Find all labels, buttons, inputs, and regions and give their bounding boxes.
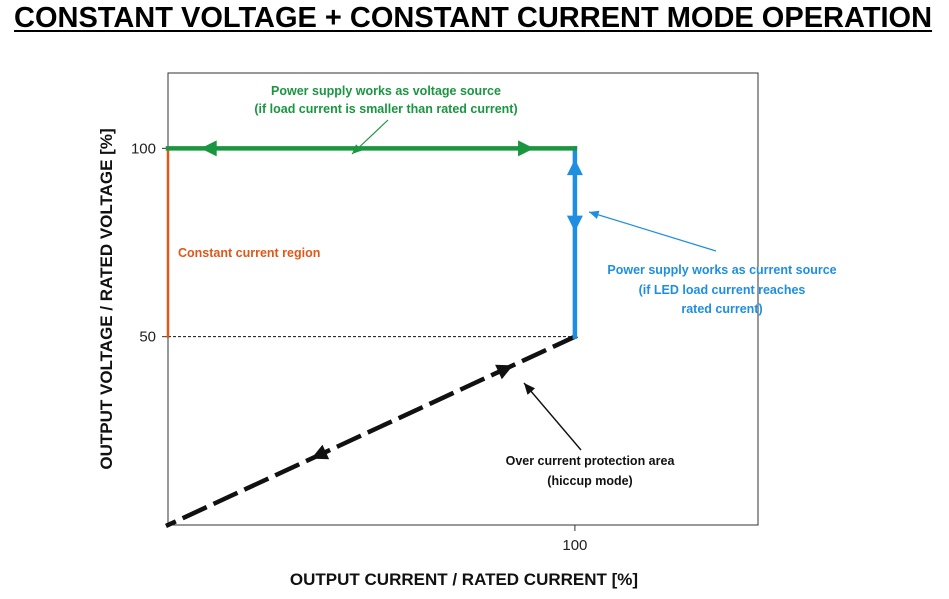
direction-arrows bbox=[200, 140, 583, 460]
annotation-voltage-pointer bbox=[351, 119, 389, 155]
annotation-voltage-line-1: Power supply works as voltage source bbox=[271, 84, 501, 98]
protection-arrow-up bbox=[495, 364, 513, 380]
axis-ticks: 100 50 100 bbox=[131, 140, 587, 554]
y-axis-title: OUTPUT VOLTAGE / RATED VOLTAGE [%] bbox=[97, 128, 116, 469]
annotation-constant-current: Constant current region bbox=[178, 246, 320, 260]
annotation-current-line-1: Power supply works as current source bbox=[607, 263, 836, 277]
y-tick-label: 50 bbox=[139, 329, 156, 346]
annotation-protection-line-2: (hiccup mode) bbox=[547, 474, 632, 488]
series-group bbox=[165, 146, 578, 528]
series-over-current-protection bbox=[165, 333, 578, 528]
voltage-arrow-right bbox=[518, 140, 535, 157]
current-arrow-up bbox=[566, 159, 583, 176]
current-arrow-down bbox=[566, 215, 583, 232]
annotation-current-source: Power supply works as current source (if… bbox=[588, 210, 837, 316]
voltage-arrow-left bbox=[200, 140, 217, 157]
x-tick-label: 100 bbox=[562, 537, 587, 554]
page-title: CONSTANT VOLTAGE + CONSTANT CURRENT MODE… bbox=[14, 2, 933, 34]
annotation-protection: Over current protection area (hiccup mod… bbox=[506, 382, 676, 488]
y-tick-label: 100 bbox=[131, 140, 156, 157]
annotation-voltage-line-2: (if load current is smaller than rated c… bbox=[254, 102, 517, 116]
annotation-current-pointer bbox=[588, 210, 717, 252]
annotation-current-line-3: rated current) bbox=[681, 302, 762, 316]
annotation-protection-line-1: Over current protection area bbox=[506, 454, 676, 468]
annotation-current-line-2: (if LED load current reaches bbox=[639, 283, 806, 297]
protection-arrow-down bbox=[311, 444, 330, 460]
annotation-protection-pointer bbox=[523, 382, 582, 451]
x-axis-title: OUTPUT CURRENT / RATED CURRENT [%] bbox=[290, 570, 638, 589]
annotation-voltage-source: Power supply works as voltage source (if… bbox=[254, 84, 518, 155]
